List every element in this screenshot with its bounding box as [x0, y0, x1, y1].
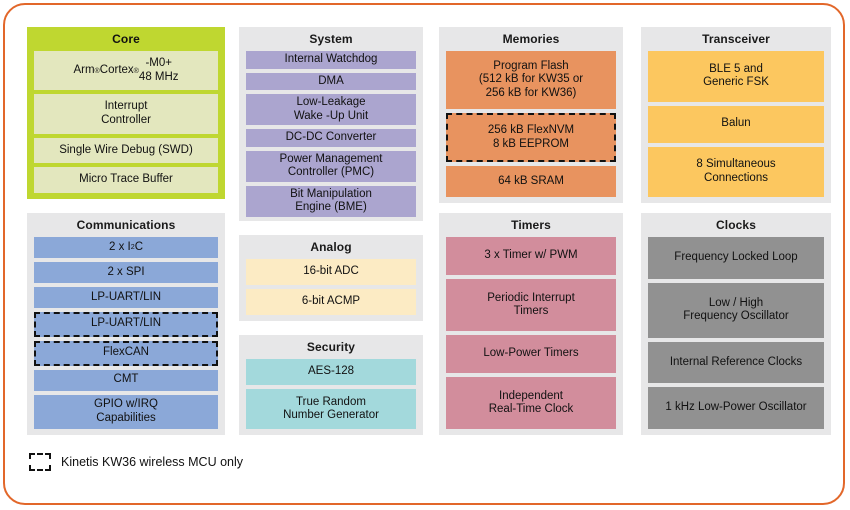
legend: Kinetis KW36 wireless MCU only [29, 453, 243, 471]
block-communications-4: FlexCAN [34, 340, 218, 366]
panel-title-clocks: Clocks [716, 218, 756, 232]
block-clocks-2: Internal Reference Clocks [648, 341, 824, 384]
panel-analog: Analog 16-bit ADC 6-bit ACMP [239, 235, 423, 321]
panel-title-communications: Communications [76, 218, 176, 232]
block-core-2: Single Wire Debug (SWD) [34, 137, 218, 164]
panel-memories: Memories Program Flash(512 kB for KW35 o… [439, 27, 623, 203]
block-communications-2: LP-UART/LIN [34, 286, 218, 308]
block-system-0: Internal Watchdog [246, 51, 416, 69]
block-system-1: DMA [246, 72, 416, 90]
block-list-analog: 16-bit ADC 6-bit ACMP [246, 259, 416, 315]
panel-title-transceiver: Transceiver [702, 32, 770, 46]
block-clocks-0: Frequency Locked Loop [648, 237, 824, 279]
block-communications-1: 2 x SPI [34, 261, 218, 283]
panel-title-system: System [309, 32, 353, 46]
panel-title-security: Security [306, 340, 356, 354]
panel-title-core: Core [112, 32, 140, 46]
block-timers-2: Low-Power Timers [446, 335, 616, 374]
legend-label: Kinetis KW36 wireless MCU only [61, 455, 243, 469]
block-clocks-3: 1 kHz Low-Power Oscillator [648, 387, 824, 429]
panel-title-analog: Analog [310, 240, 352, 254]
block-transceiver-1: Balun [648, 105, 824, 143]
block-communications-3: LP-UART/LIN [34, 311, 218, 337]
panel-title-memories: Memories [502, 32, 560, 46]
block-analog-0: 16-bit ADC [246, 259, 416, 285]
panel-title-timers: Timers [511, 218, 551, 232]
block-core-3: Micro Trace Buffer [34, 167, 218, 193]
block-security-0: AES-128 [246, 359, 416, 386]
block-communications-5: CMT [34, 369, 218, 391]
block-core-0: Arm® Cortex®-M0+48 MHz [34, 51, 218, 91]
block-timers-0: 3 x Timer w/ PWM [446, 237, 616, 276]
legend-dashed-swatch-icon [29, 453, 51, 471]
block-system-3: DC-DC Converter [246, 129, 416, 147]
block-analog-1: 6-bit ACMP [246, 289, 416, 315]
block-memories-2: 64 kB SRAM [446, 165, 616, 198]
